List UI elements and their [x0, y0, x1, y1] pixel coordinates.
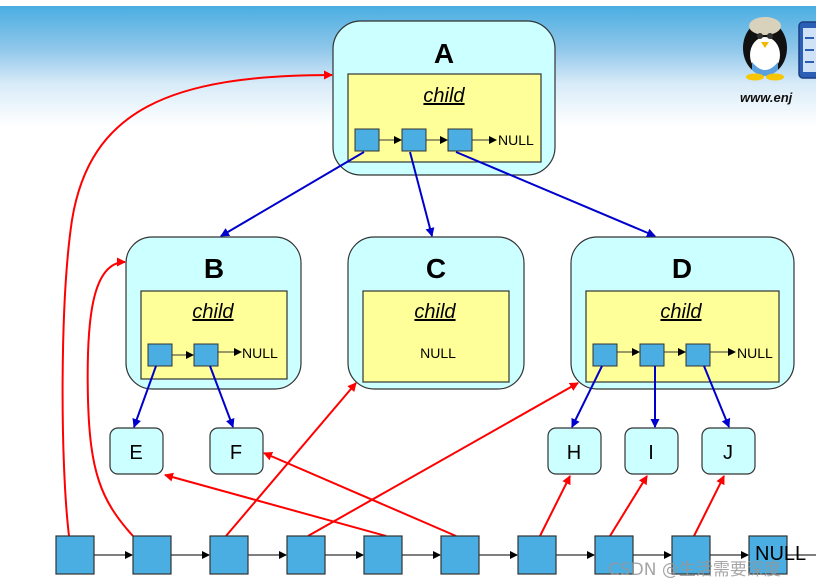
node-d-child-label: child — [660, 301, 702, 323]
node-b-child-label: child — [192, 301, 234, 323]
child-slot — [354, 128, 380, 152]
queue-null-label: NULL — [755, 543, 806, 565]
logo-book-icon — [798, 21, 816, 79]
child-slot — [639, 343, 665, 367]
svg-text:I: I — [648, 442, 654, 464]
queue-pointers — [61, 70, 725, 537]
pointer-to-d — [307, 382, 579, 537]
edge-d-j — [703, 365, 731, 428]
node-d-title: D — [672, 253, 692, 284]
node-d-child-list: child NULL — [585, 290, 780, 383]
node-a: A child NULL — [332, 20, 556, 176]
svg-text:H: H — [567, 442, 581, 464]
queue-node — [748, 535, 788, 575]
queue-node — [517, 535, 557, 575]
edge-a-c — [409, 151, 435, 237]
node-c-child-list: child NULL — [362, 290, 510, 383]
leaf-i: I — [624, 427, 679, 475]
pointer-to-h — [539, 475, 571, 537]
queue-list — [55, 535, 816, 575]
null-label: NULL — [737, 345, 773, 361]
edge-d-h — [571, 365, 603, 428]
queue-node — [132, 535, 172, 575]
child-slot — [592, 343, 618, 367]
leaf-h: H — [547, 427, 602, 475]
queue-node — [363, 535, 403, 575]
node-a-child-label: child — [423, 85, 465, 107]
null-label: NULL — [242, 345, 278, 361]
null-label: NULL — [420, 345, 456, 361]
svg-text:F: F — [230, 442, 242, 464]
node-c: C child NULL — [347, 236, 525, 390]
child-slot — [685, 343, 711, 367]
node-b: B child NULL — [125, 236, 302, 390]
queue-node — [286, 535, 326, 575]
logo-url-text: www.enj — [740, 90, 793, 105]
edge-b-f — [209, 365, 235, 428]
tree-edges — [132, 151, 731, 428]
pointer-to-j — [693, 475, 725, 537]
edge-a-b — [220, 151, 365, 237]
queue-node — [209, 535, 249, 575]
null-label: NULL — [498, 132, 534, 148]
node-a-title: A — [434, 38, 454, 69]
queue-node — [55, 535, 95, 575]
watermark: CSDN @生活需要深度 — [608, 560, 781, 580]
pointer-to-c — [225, 382, 357, 537]
leaf-j: J — [701, 427, 756, 475]
top-margin — [0, 0, 816, 6]
node-b-child-list: child NULL — [140, 290, 288, 380]
child-slot — [447, 128, 473, 152]
child-slot — [193, 343, 219, 367]
pointer-to-i — [609, 475, 648, 537]
queue-node — [671, 535, 711, 575]
svg-text:E: E — [129, 442, 142, 464]
child-slot — [147, 343, 173, 367]
node-d: D child NULL — [570, 236, 795, 390]
edge-a-d — [455, 151, 656, 238]
pointer-to-f — [263, 452, 457, 537]
edge-b-e — [132, 365, 157, 428]
pointer-to-e — [164, 472, 387, 537]
child-slot — [401, 128, 427, 152]
pointer-to-b — [86, 257, 134, 537]
queue-node — [440, 535, 480, 575]
node-b-title: B — [204, 253, 224, 284]
leaf-f: F — [209, 427, 264, 475]
svg-text:J: J — [723, 442, 733, 464]
pointer-to-a — [61, 70, 333, 537]
leaf-e: E — [109, 427, 164, 475]
penguin-mascot-icon — [743, 17, 787, 81]
node-c-title: C — [426, 253, 446, 284]
node-a-child-list: child NULL — [347, 73, 542, 163]
node-c-child-label: child — [414, 301, 456, 323]
